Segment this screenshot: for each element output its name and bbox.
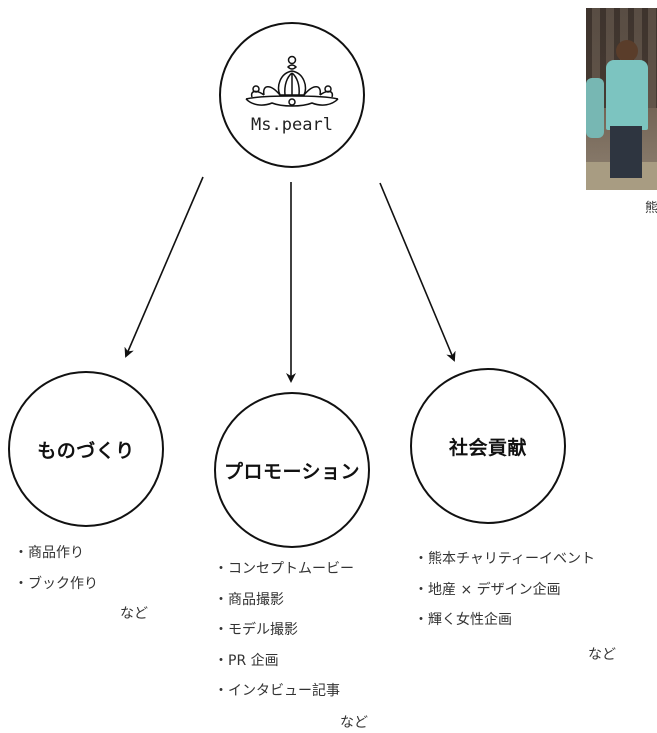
list-item: 商品作り (14, 538, 98, 569)
node-label: 社会貢献 (448, 436, 527, 459)
node-promotion: プロモーション (214, 392, 370, 548)
list-item: 熊本チャリティーイベント (414, 544, 595, 575)
node-label: プロモーション (223, 460, 361, 483)
list-item: インタビュー記事 (214, 676, 354, 707)
promotion-etc: など (340, 715, 368, 731)
monozukuri-etc: など (120, 606, 148, 622)
arrow-to-social (379, 182, 456, 362)
list-item: 地産 × デザイン企画 (414, 575, 595, 606)
list-item: 輝く女性企画 (414, 605, 595, 636)
list-item: コンセプトムービー (214, 554, 354, 585)
list-item: PR 企画 (214, 646, 354, 677)
list-item: ブック作り (14, 569, 98, 600)
social-etc: など (588, 647, 616, 663)
node-social-contribution: 社会貢献 (410, 368, 566, 524)
arrow-to-monozukuri (124, 176, 204, 358)
monozukuri-list: 商品作り ブック作り (14, 538, 98, 599)
node-label: ものづくり (37, 439, 135, 462)
brand-node: Ms.pearl (219, 22, 365, 168)
node-monozukuri: ものづくり (8, 371, 164, 527)
list-item: モデル撮影 (214, 615, 354, 646)
event-photo (586, 8, 657, 190)
list-item: 商品撮影 (214, 585, 354, 616)
promotion-list: コンセプトムービー 商品撮影 モデル撮影 PR 企画 インタビュー記事 (214, 554, 354, 707)
brand-name: Ms.pearl (251, 115, 333, 135)
crown-shell-icon (245, 55, 339, 107)
social-list: 熊本チャリティーイベント 地産 × デザイン企画 輝く女性企画 (414, 544, 595, 636)
photo-caption: 熊 (645, 201, 657, 216)
